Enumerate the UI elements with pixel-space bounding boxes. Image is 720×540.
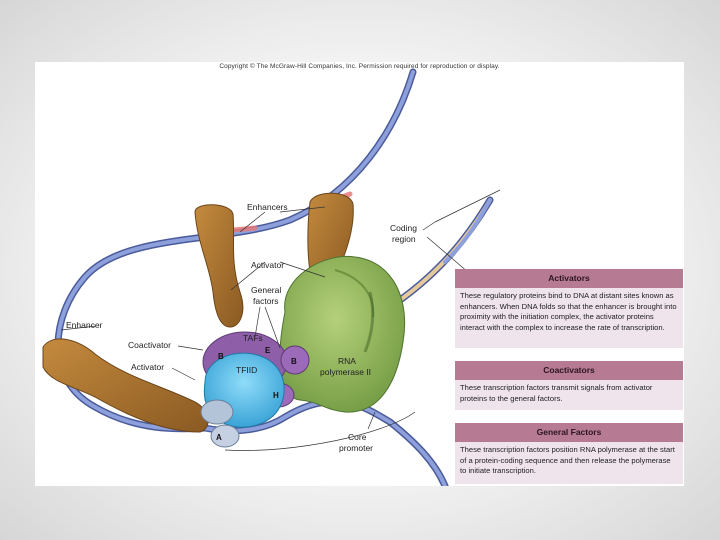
label-general-factors-1: General bbox=[251, 285, 281, 295]
label-rna-pol-2: polymerase II bbox=[320, 367, 371, 377]
label-general-factors-2: factors bbox=[253, 296, 279, 306]
activators-box-title: Activators bbox=[455, 269, 683, 288]
general-factors-box: General Factors These transcription fact… bbox=[455, 423, 683, 484]
slide: Copyright © The McGraw-Hill Companies, I… bbox=[35, 62, 684, 486]
activators-box: Activators These regulatory proteins bin… bbox=[455, 269, 683, 348]
label-activator-left: Activator bbox=[131, 362, 164, 372]
label-factor-b1: B bbox=[218, 352, 224, 361]
coactivators-box-title: Coactivators bbox=[455, 361, 683, 380]
general-factors-box-body: These transcription factors position RNA… bbox=[455, 442, 683, 484]
rna-polymerase bbox=[280, 256, 405, 412]
label-coding-region-1: Coding bbox=[390, 223, 417, 233]
label-rna-pol-1: RNA bbox=[338, 356, 356, 366]
label-activator-top: Activator bbox=[251, 260, 284, 270]
label-factor-e: E bbox=[265, 346, 271, 355]
activators-box-body: These regulatory proteins bind to DNA at… bbox=[455, 288, 683, 348]
label-tafs: TAFs bbox=[243, 333, 263, 343]
label-factor-h: H bbox=[273, 391, 279, 400]
general-factors-box-title: General Factors bbox=[455, 423, 683, 442]
label-core-promoter-2: promoter bbox=[339, 443, 373, 453]
label-coding-region-2: region bbox=[392, 234, 416, 244]
label-coactivator: Coactivator bbox=[128, 340, 171, 350]
dna-strand bbox=[58, 72, 490, 486]
label-tfiid: TFIID bbox=[236, 365, 257, 375]
label-factor-b2: B bbox=[291, 357, 297, 366]
coactivators-box: Coactivators These transcription factors… bbox=[455, 361, 683, 410]
label-factor-a: A bbox=[216, 433, 222, 442]
label-enhancers: Enhancers bbox=[247, 202, 288, 212]
activator-top-left bbox=[195, 205, 243, 327]
coactivators-box-body: These transcription factors transmit sig… bbox=[455, 380, 683, 410]
